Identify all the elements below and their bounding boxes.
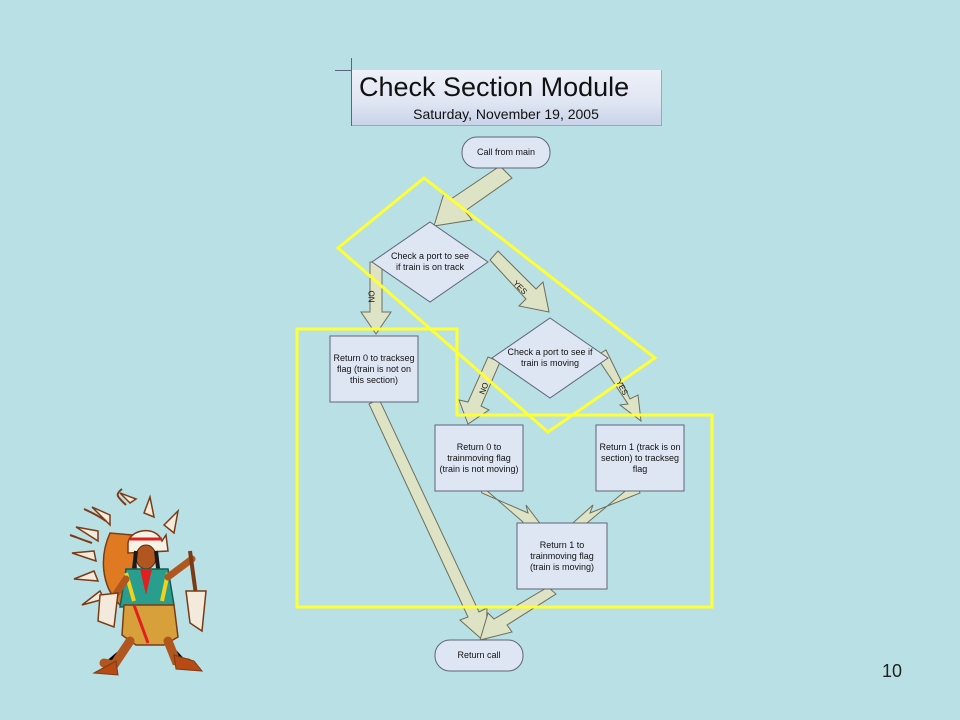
- page-number: 10: [881, 661, 902, 681]
- flow-arrows: [360, 165, 642, 645]
- arrow-moving-no: [458, 356, 501, 425]
- node-end: [434, 639, 524, 672]
- page-date: Saturday, November 19, 2005: [413, 106, 599, 122]
- arrow-r1tm-to-end: [479, 586, 557, 641]
- title-block: Check Section Module Saturday, November …: [351, 70, 662, 126]
- page-title: Check Section Module: [359, 72, 630, 102]
- node-return0-trainmoving: [434, 424, 524, 492]
- node-return1-trainmoving-label: Return 1 to trainmoving flag (train is m…: [529, 539, 594, 572]
- node-return0-trainmoving-label: Return 0 to trainmoving flag (train is n…: [439, 441, 519, 474]
- title-rule-vertical: [351, 58, 352, 126]
- arrow-track-yes: [489, 250, 550, 313]
- node-return0-trackseg: [329, 335, 419, 403]
- flow-nodes: [329, 136, 685, 672]
- node-end-label: Return call: [457, 650, 501, 660]
- node-decision-moving: [491, 317, 609, 399]
- arrow-moving-yes: [595, 349, 642, 423]
- node-return0-trackseg-label: Return 0 to trackseg flag (train is not …: [333, 352, 415, 385]
- node-return1-trackseg-label: Return 1 (track is on section) to tracks…: [599, 441, 681, 474]
- highlight-box: [295, 327, 714, 609]
- node-decision-track-label: Check a port to see if train is on track: [390, 251, 470, 272]
- edge-label-track-no: NO: [367, 290, 377, 303]
- highlight-outlines: [295, 176, 714, 609]
- node-start-label: Call from main: [476, 147, 535, 157]
- arrow-track-no: [360, 261, 392, 335]
- highlight-diamond: [335, 176, 658, 434]
- node-decision-moving-label: Check a port to see if train is moving: [507, 347, 593, 368]
- node-return1-trainmoving: [516, 522, 608, 590]
- node-start: [461, 136, 551, 169]
- node-return1-trackseg: [595, 424, 685, 492]
- node-decision-track: [371, 221, 489, 303]
- dancer-clipart-icon: [69, 488, 207, 676]
